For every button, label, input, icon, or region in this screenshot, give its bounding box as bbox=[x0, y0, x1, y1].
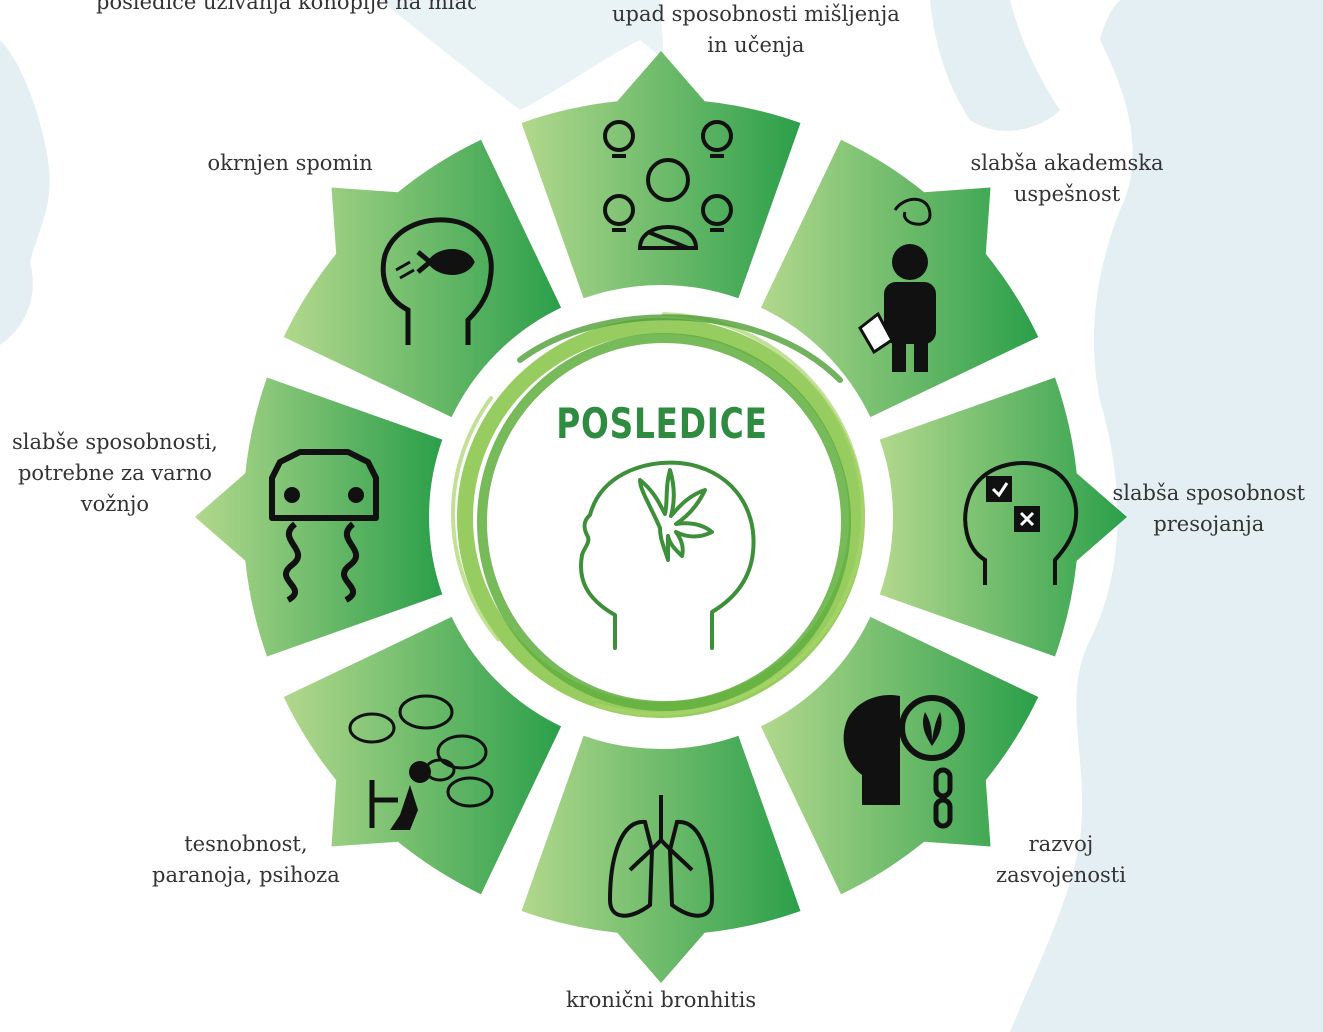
ring-stroke-wisp bbox=[451, 312, 865, 716]
segment-5 bbox=[521, 735, 801, 983]
question-bulbs-person-icon bbox=[603, 120, 733, 250]
segment-label-8: okrnjen spomin bbox=[208, 148, 373, 179]
skidding-car-icon bbox=[269, 449, 379, 603]
segment-8 bbox=[283, 139, 562, 418]
lungs-icon bbox=[607, 795, 715, 918]
segment-6 bbox=[283, 616, 562, 895]
segment-label-3: slabša sposobnost presojanja bbox=[1113, 478, 1306, 540]
segment-label-6: tesnobnost, paranoja, psihoza bbox=[152, 829, 340, 891]
silhouette-left bbox=[0, 40, 50, 345]
segment-label-line: zasvojenosti bbox=[996, 863, 1126, 887]
segment-label-line: kronični bronhitis bbox=[566, 988, 757, 1012]
segment-label-line: potrebne za varno bbox=[17, 461, 212, 485]
head-fish-icon bbox=[380, 217, 494, 345]
segment-label-line: presojanja bbox=[1153, 512, 1265, 536]
segment-label-line: tesnobnost, bbox=[184, 832, 308, 856]
segment-label-4: razvoj zasvojenosti bbox=[996, 829, 1126, 891]
head-cannabis-icon bbox=[579, 460, 756, 650]
segment-2 bbox=[760, 139, 1039, 418]
silhouette-right bbox=[1010, 0, 1323, 1032]
segment-label-line: upad sposobnosti mišljenja bbox=[612, 2, 900, 26]
segment-label-5: kronični bronhitis bbox=[566, 985, 756, 1016]
segment-label-line: in učenja bbox=[707, 33, 805, 57]
silhouette-right-top bbox=[930, 0, 1060, 131]
silhouette-center bbox=[380, 0, 664, 110]
anxious-person-clouds-icon bbox=[348, 694, 494, 830]
segment-label-line: okrnjen spomin bbox=[207, 151, 373, 175]
segment-3 bbox=[879, 377, 1127, 657]
segment-label-line: slabša sposobnost bbox=[1112, 481, 1306, 505]
segment-label-line: uspešnost bbox=[1013, 182, 1121, 206]
segment-label-line: slabše sposobnosti, bbox=[12, 430, 218, 454]
ring-stroke-inner bbox=[477, 333, 851, 711]
segment-1 bbox=[521, 51, 801, 299]
top-caption: posledice uživanja konoplje na mlade bbox=[96, 0, 476, 14]
head-check-cross-icon bbox=[963, 461, 1078, 585]
center-title: POSLEDICE bbox=[556, 399, 768, 448]
segment-label-line: slabša akademska bbox=[970, 151, 1164, 175]
segment-label-2: slabša akademska uspešnost bbox=[971, 148, 1164, 210]
segment-label-line: paranoja, psihoza bbox=[152, 863, 340, 887]
confused-student-icon bbox=[858, 197, 936, 372]
segment-label-line: vožnjo bbox=[80, 492, 150, 516]
segment-label-7: slabše sposobnosti, potrebne za varno vožn… bbox=[12, 427, 218, 520]
center-ring bbox=[451, 312, 865, 718]
segment-label-line: razvoj bbox=[1028, 832, 1094, 856]
head-cannabis-chain-icon bbox=[843, 694, 965, 829]
segment-label-1: upad sposobnosti mišljenja in učenja bbox=[612, 0, 900, 61]
ring-stroke-swoosh bbox=[517, 314, 843, 383]
segment-icons bbox=[269, 120, 1078, 918]
